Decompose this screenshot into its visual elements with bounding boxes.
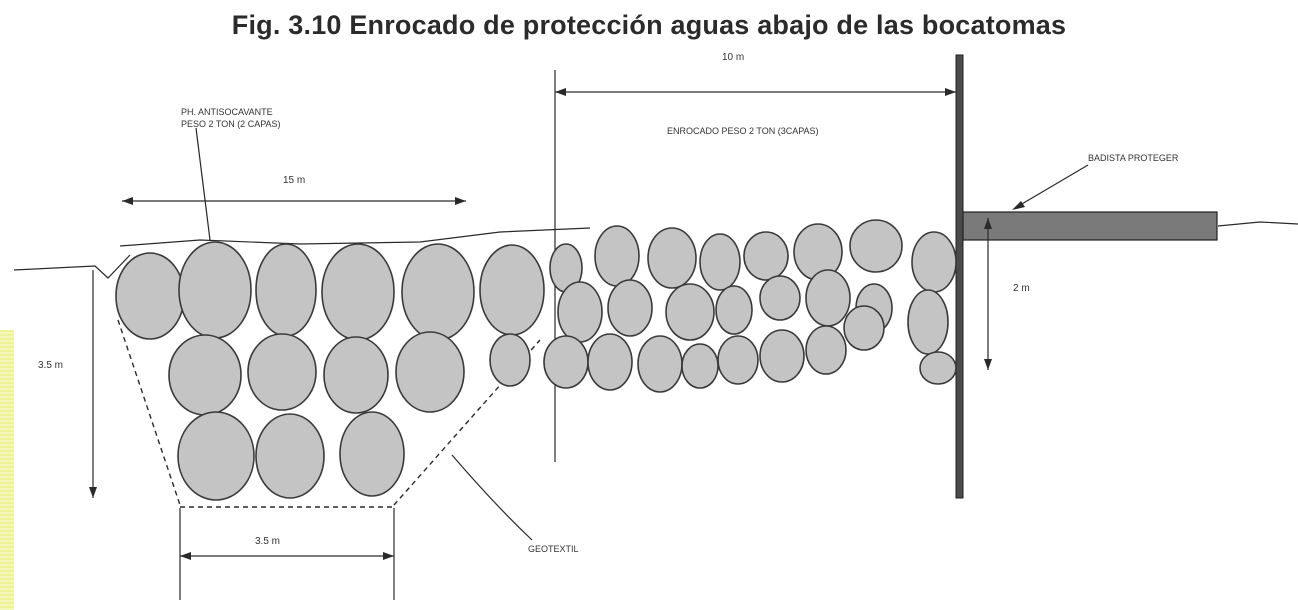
large-rock-9 — [395, 331, 465, 413]
label-top-dimension: 10 m — [722, 52, 745, 63]
dim-span-arrow-right — [455, 197, 466, 205]
small-rock-6 — [849, 219, 903, 273]
small-rock-18 — [637, 335, 683, 393]
wall — [955, 54, 964, 499]
large-rock-12 — [255, 413, 325, 499]
large-rock-10 — [489, 333, 531, 387]
label-left-span: 15 m — [283, 175, 306, 186]
small-rock-12 — [759, 275, 801, 321]
label-rip-rap-right: ENROCADO PESO 2 TON (3CAPAS) — [667, 126, 819, 136]
label-bottom-width: 3.5 m — [255, 536, 281, 547]
dim-left-depth-arrow — [89, 487, 97, 498]
small-rock-16 — [543, 335, 589, 389]
large-rock-1 — [178, 241, 252, 339]
small-rock-19 — [681, 343, 719, 389]
dim-right-depth-arrow-bottom — [984, 359, 992, 370]
dim-right-depth-arrow-top — [984, 218, 992, 229]
leader-slab-arrow — [1012, 201, 1025, 210]
leader-left — [195, 127, 211, 241]
dim-top-arrow-right — [945, 88, 956, 96]
large-rock-13 — [339, 411, 405, 497]
large-rock-11 — [177, 411, 255, 501]
small-rock-8 — [557, 281, 603, 343]
label-slab: BADISTA PROTEGER — [1088, 153, 1179, 163]
large-rock-4 — [401, 243, 475, 341]
large-rock-7 — [247, 333, 317, 411]
label-left-depth: 3.5 m — [38, 360, 64, 371]
small-rock-9 — [607, 279, 653, 337]
label-rip-rap-left: PH. ANTISOCAVANTE PESO 2 TON (2 CAPAS) — [181, 107, 281, 129]
large-rock-3 — [321, 243, 395, 341]
ground-line-left — [13, 254, 131, 279]
small-rock-2 — [647, 227, 697, 289]
small-rock-22 — [805, 325, 847, 375]
geotextile-left — [117, 319, 181, 506]
rock-layer — [115, 219, 957, 501]
small-rock-23 — [843, 305, 885, 351]
large-rock-8 — [323, 336, 389, 414]
small-rock-4 — [743, 231, 789, 281]
large-rock-2 — [255, 243, 317, 337]
large-rock-6 — [168, 334, 242, 416]
small-rock-15 — [907, 289, 949, 355]
small-rock-10 — [665, 283, 715, 341]
small-rock-3 — [699, 233, 741, 291]
small-rock-21 — [759, 329, 805, 383]
small-rock-13 — [805, 269, 851, 327]
small-rock-17 — [587, 333, 633, 391]
dim-bottom-arrow-right — [383, 552, 394, 560]
small-rock-20 — [717, 335, 759, 385]
large-rock-5 — [479, 244, 545, 336]
small-rock-24 — [919, 351, 957, 385]
side-strip — [0, 330, 14, 610]
protection-slab — [962, 211, 1218, 241]
dim-bottom-arrow-left — [180, 552, 191, 560]
dim-span-arrow-left — [122, 197, 133, 205]
leader-geotextile — [451, 454, 533, 541]
label-geotextile: GEOTEXTIL — [528, 544, 579, 554]
leader-slab — [1014, 164, 1089, 209]
large-rock-0 — [115, 252, 185, 340]
ground-line-right — [1217, 221, 1298, 227]
label-right-depth: 2 m — [1013, 283, 1030, 294]
small-rock-11 — [715, 285, 753, 335]
small-rock-7 — [911, 231, 957, 293]
small-rock-1 — [594, 225, 640, 287]
crest-line — [119, 227, 591, 247]
figure-title: Fig. 3.10 Enrocado de protección aguas a… — [231, 10, 1067, 40]
dim-top-arrow-left — [555, 88, 566, 96]
